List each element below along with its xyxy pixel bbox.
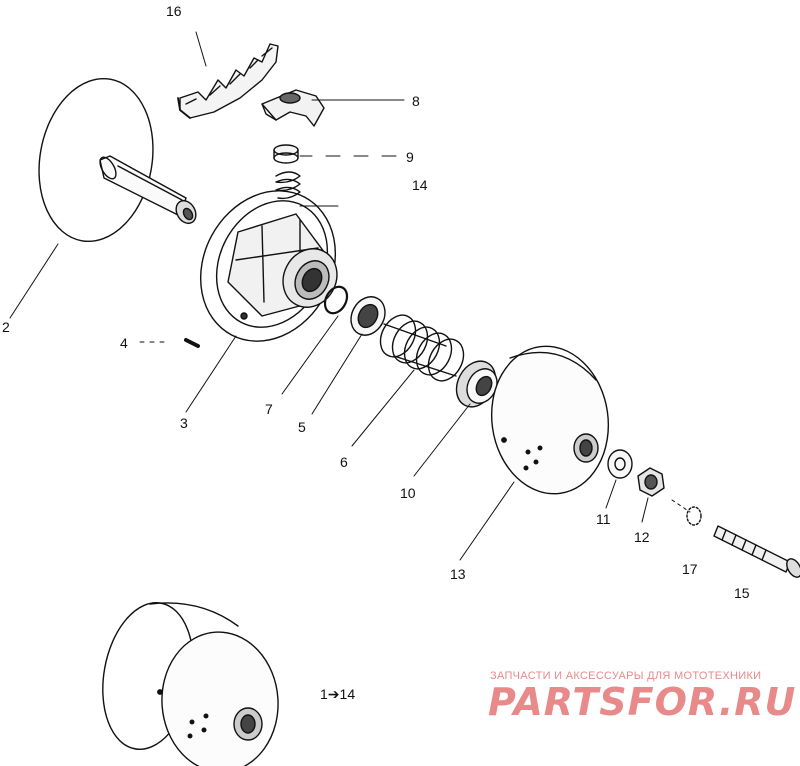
part-12-nut bbox=[637, 467, 665, 497]
part-6-spring bbox=[379, 314, 465, 382]
callout-5: 5 bbox=[298, 419, 306, 435]
callout-13: 13 bbox=[450, 566, 466, 582]
part-10-bushing bbox=[455, 360, 498, 408]
callout-9: 9 bbox=[406, 149, 414, 165]
watermark-logo: PARTSFOR.RU bbox=[488, 680, 797, 724]
part-8-cap bbox=[261, 89, 325, 127]
watermark-tagline: ЗАПЧАСТИ И АКСЕССУАРЫ ДЛЯ МОТОТЕХНИКИ bbox=[490, 670, 762, 682]
part-5-washer bbox=[350, 296, 386, 336]
callout-2: 2 bbox=[2, 319, 10, 335]
callout-14: 14 bbox=[412, 177, 428, 193]
callout-10: 10 bbox=[400, 485, 416, 501]
assembled-unit bbox=[102, 602, 279, 766]
part-4-pin bbox=[184, 338, 200, 348]
callout-3: 3 bbox=[180, 415, 188, 431]
part-13-movable-sheave bbox=[490, 345, 610, 495]
part-15-bolt bbox=[713, 525, 800, 578]
callout-16: 16 bbox=[166, 3, 182, 19]
part-7-circlip bbox=[323, 285, 349, 315]
callout-15: 15 bbox=[734, 585, 750, 601]
callout-7: 7 bbox=[265, 401, 273, 417]
assembly-note: 1➔14 bbox=[320, 686, 355, 703]
part-17-small-washer bbox=[686, 506, 702, 526]
callout-4: 4 bbox=[120, 335, 128, 351]
callout-11: 11 bbox=[596, 511, 611, 527]
arrow-icon: ➔ bbox=[327, 686, 340, 702]
part-3-spider bbox=[199, 190, 338, 342]
callout-17: 17 bbox=[682, 561, 698, 577]
leader-lines bbox=[9, 31, 691, 561]
assembly-note-to: 14 bbox=[339, 686, 356, 702]
callout-12: 12 bbox=[634, 529, 650, 545]
part-14-small-spring bbox=[275, 171, 301, 200]
assembly-note-from: 1 bbox=[320, 686, 328, 702]
callout-6: 6 bbox=[340, 454, 348, 470]
part-2-fixed-sheave bbox=[38, 77, 197, 243]
part-11-washer bbox=[607, 449, 633, 479]
callout-8: 8 bbox=[412, 93, 420, 109]
part-9-bushing bbox=[273, 144, 299, 164]
part-16-ramp bbox=[177, 43, 279, 119]
